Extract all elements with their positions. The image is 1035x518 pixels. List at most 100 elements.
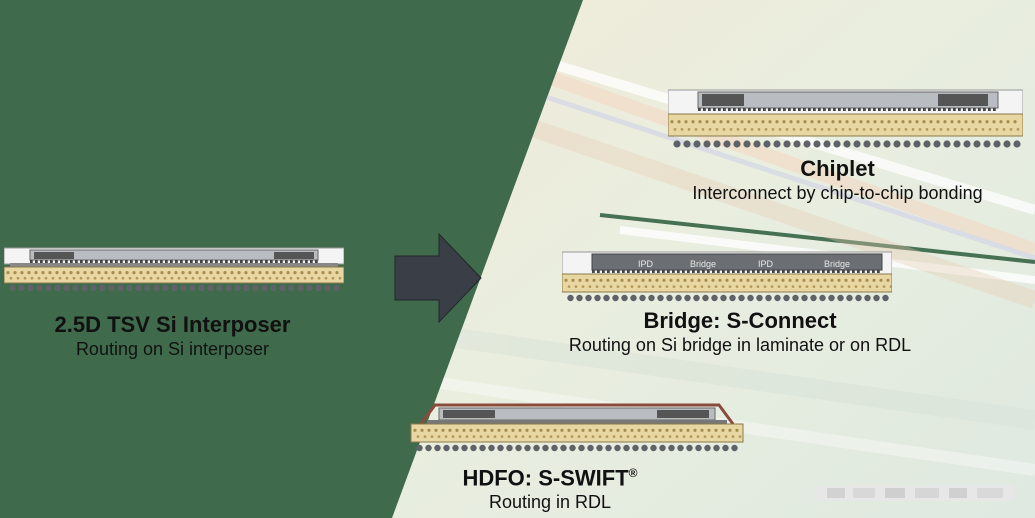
solder-ball — [763, 140, 771, 148]
solder-ball — [801, 294, 808, 302]
solder-ball — [657, 294, 664, 302]
solder-ball — [683, 140, 691, 148]
solder-ball — [171, 284, 178, 292]
solder-ball — [803, 140, 811, 148]
solder-ball — [515, 444, 522, 452]
solder-ball — [903, 140, 911, 148]
hdfo-package-illustration — [410, 403, 744, 452]
chiplet-die — [938, 94, 988, 106]
solder-ball — [837, 294, 844, 302]
solder-ball — [913, 140, 921, 148]
solder-ball — [578, 444, 585, 452]
solder-ball — [783, 140, 791, 148]
interposer — [10, 263, 338, 267]
solder-ball — [623, 444, 630, 452]
solder-ball — [713, 444, 720, 452]
lid — [419, 403, 735, 425]
solder-ball — [63, 284, 70, 292]
solder-ball — [893, 140, 901, 148]
tsv-title: 2.5D TSV Si Interposer — [54, 312, 291, 337]
solder-ball — [1003, 140, 1011, 148]
solder-ball — [813, 140, 821, 148]
solder-ball — [648, 294, 655, 302]
solder-ball — [650, 444, 657, 452]
solder-ball — [533, 444, 540, 452]
solder-ball — [783, 294, 790, 302]
solder-ball — [933, 140, 941, 148]
solder-ball — [983, 140, 991, 148]
solder-ball — [823, 140, 831, 148]
solder-ball — [162, 284, 169, 292]
solder-ball — [774, 294, 781, 302]
solder-ball — [677, 444, 684, 452]
solder-ball — [216, 284, 223, 292]
blurred-watermark — [815, 485, 1015, 501]
solder-ball — [81, 284, 88, 292]
solder-ball — [873, 294, 880, 302]
solder-ball — [560, 444, 567, 452]
solder-ball — [853, 140, 861, 148]
solder-ball — [27, 284, 34, 292]
solder-ball — [153, 284, 160, 292]
solder-ball — [36, 284, 43, 292]
bridge-label: IPD — [638, 259, 654, 269]
substrate — [4, 266, 344, 284]
solder-ball — [722, 444, 729, 452]
solder-ball — [873, 140, 881, 148]
solder-ball — [882, 294, 889, 302]
hbm-die — [657, 410, 709, 418]
solder-ball — [576, 294, 583, 302]
solder-ball — [731, 444, 738, 452]
substrate — [410, 423, 744, 443]
solder-ball — [639, 294, 646, 302]
hdfo-title-row: HDFO: S-SWIFT® — [420, 460, 680, 491]
solder-ball — [695, 444, 702, 452]
solder-ball — [270, 284, 277, 292]
chiplet-subtitle: Interconnect by chip-to-chip bonding — [692, 183, 983, 203]
solder-ball — [434, 444, 441, 452]
solder-ball — [863, 140, 871, 148]
solder-ball — [488, 444, 495, 452]
solder-ball — [641, 444, 648, 452]
solder-ball — [702, 294, 709, 302]
solder-ball — [585, 294, 592, 302]
solder-ball — [45, 284, 52, 292]
solder-ball — [666, 294, 673, 302]
solder-ball — [693, 294, 700, 302]
solder-ball — [126, 284, 133, 292]
solder-ball — [306, 284, 313, 292]
hdfo-caption: HDFO: S-SWIFT® Routing in RDL — [420, 460, 680, 513]
solder-ball — [993, 140, 1001, 148]
solder-ball — [252, 284, 259, 292]
solder-ball — [756, 294, 763, 302]
solder-ball — [443, 444, 450, 452]
bridge-subtitle: Routing on Si bridge in laminate or on R… — [568, 335, 912, 355]
solder-ball — [587, 444, 594, 452]
solder-ball — [243, 284, 250, 292]
solder-ball — [729, 294, 736, 302]
solder-ball — [54, 284, 61, 292]
solder-ball — [846, 294, 853, 302]
solder-ball — [843, 140, 851, 148]
solder-ball — [753, 140, 761, 148]
solder-ball — [9, 284, 16, 292]
solder-ball — [883, 140, 891, 148]
solder-ball — [765, 294, 772, 302]
solder-ball — [793, 140, 801, 148]
solder-ball — [99, 284, 106, 292]
solder-ball — [603, 294, 610, 302]
solder-ball — [614, 444, 621, 452]
solder-ball — [693, 140, 701, 148]
bridge-title: Bridge: S-Connect — [643, 308, 837, 333]
solder-ball — [773, 140, 781, 148]
solder-ball — [594, 294, 601, 302]
chiplet-package-illustration — [668, 89, 1023, 148]
solder-ball — [288, 284, 295, 292]
solder-ball — [207, 284, 214, 292]
substrate — [562, 273, 892, 293]
solder-ball — [524, 444, 531, 452]
solder-ball — [108, 284, 115, 292]
solder-ball — [738, 294, 745, 302]
bridge-caption: Bridge: S-Connect Routing on Si bridge i… — [520, 308, 960, 356]
solder-ball — [855, 294, 862, 302]
